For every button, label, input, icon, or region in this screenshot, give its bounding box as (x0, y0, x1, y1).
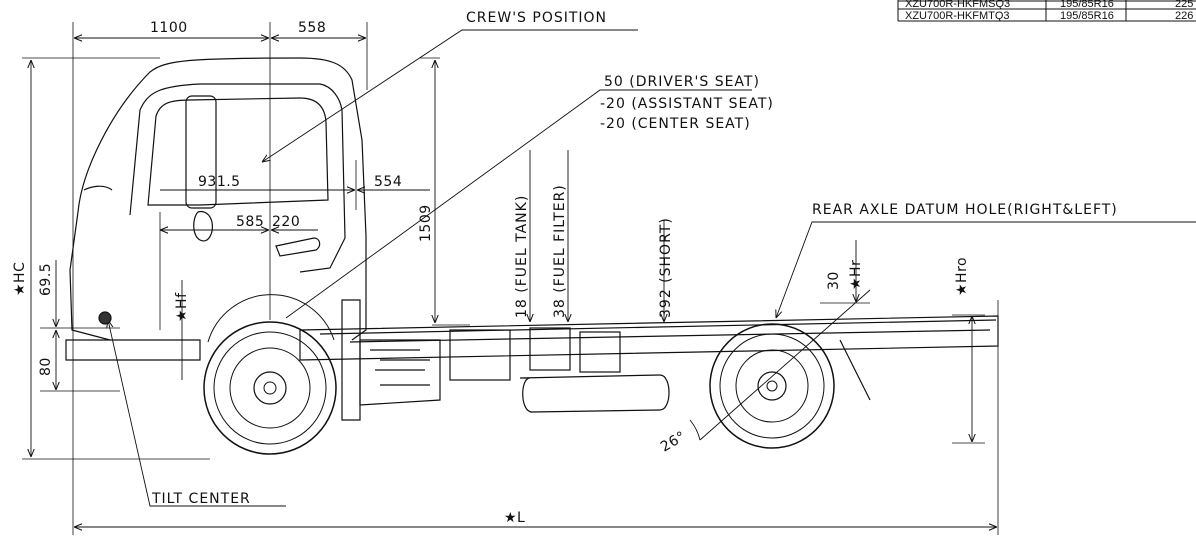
dim-220: 220 (272, 214, 300, 230)
chassis-frame (299, 299, 999, 421)
table-cell-model: XZU700R-HKFMTQ3 (905, 10, 1010, 22)
crews-position-label: CREW'S POSITION (466, 10, 607, 26)
dim-931-5: 931.5 (198, 174, 241, 190)
dim-80: 80 (38, 357, 54, 376)
dim-69-5: 69.5 (38, 263, 54, 296)
rear-wheel (709, 323, 835, 449)
fuel-filter-label: 38 (FUEL FILTER) (552, 184, 568, 318)
dim-585: 585 (236, 214, 264, 230)
angle-lines (689, 289, 871, 441)
table-cell-value: 225 (1175, 0, 1193, 10)
table-cell-value: 226 (1175, 10, 1193, 22)
dim-1100: 1100 (150, 20, 188, 36)
dim-554: 554 (374, 174, 402, 190)
dim-30: 30 (826, 271, 842, 290)
table-cell-tire: 195/85R16 (1060, 0, 1114, 10)
dim-hro: ★Hro (954, 257, 970, 296)
dimension-lines (31, 38, 997, 527)
spec-table: XZU700R-HKFMSQ3 195/85R16 225 XZU700R-HK… (897, 0, 1196, 22)
truck-cab (65, 57, 367, 361)
table-cell-tire: 195/85R16 (1060, 10, 1114, 22)
table-cell-model: XZU700R-HKFMSQ3 (905, 0, 1010, 10)
tilt-center-label: TILT CENTER (151, 491, 251, 507)
rear-axle-datum-label: REAR AXLE DATUM HOLE(RIGHT&LEFT) (812, 202, 1118, 218)
fuel-tank-label: 18 (FUEL TANK) (514, 195, 530, 318)
leader-lines (108, 29, 1196, 507)
dim-558: 558 (298, 20, 326, 36)
center-seat-label: -20 (CENTER SEAT) (600, 116, 751, 132)
dim-l: ★L (504, 510, 525, 526)
front-wheel (203, 294, 337, 455)
dim-hf: ★Hf (174, 292, 190, 322)
dim-26-degrees: 26° (658, 428, 689, 455)
dim-hc: ★HC (12, 262, 28, 296)
dim-hr: ★Hr (848, 260, 864, 290)
short-label: 392 (SHORT) (658, 217, 674, 318)
dim-1509: 1509 (418, 204, 434, 242)
assistant-seat-label: -20 (ASSISTANT SEAT) (600, 96, 774, 112)
drivers-seat-label: 50 (DRIVER'S SEAT) (604, 74, 760, 90)
